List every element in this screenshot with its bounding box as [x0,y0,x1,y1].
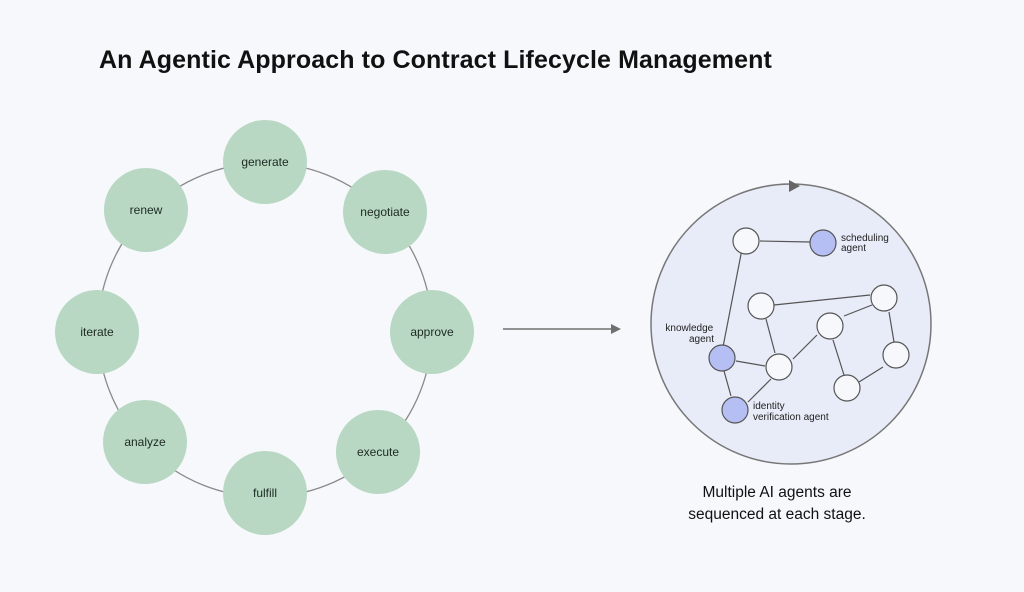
agent-node [870,284,898,312]
stage-label-iterate: iterate [80,325,114,339]
stage-analyze: analyze [103,400,187,484]
caption: Multiple AI agents are sequenced at each… [640,482,914,526]
identity-verification-agent-node [721,396,749,424]
page-title: An Agentic Approach to Contract Lifecycl… [99,46,772,74]
identity-verification-agent-label: identity verification agent [753,401,829,423]
network-edges [722,240,895,403]
stage-label-generate: generate [241,155,289,169]
stage-label-analyze: analyze [124,435,166,449]
agent-node [816,312,844,340]
agent-node [882,341,910,369]
scheduling-agent-label: scheduling agent [841,233,892,254]
stage-label-fulfill: fulfill [253,486,277,500]
agent-network: scheduling agent knowledge agent identit… [650,180,932,465]
stage-fulfill: fulfill [223,451,307,535]
knowledge-agent-node [708,344,736,372]
stage-negotiate: negotiate [343,170,427,254]
stage-label-execute: execute [357,445,399,459]
stage-approve: approve [390,290,474,374]
stage-iterate: iterate [55,290,139,374]
stage-label-renew: renew [130,203,163,217]
stage-renew: renew [104,168,188,252]
caption-line-1: Multiple AI agents are [702,484,852,501]
agent-node [833,374,861,402]
agent-node [747,292,775,320]
stage-execute: execute [336,410,420,494]
caption-line-2: sequenced at each stage. [688,506,866,523]
agent-node [732,227,760,255]
scheduling-agent-node [809,229,837,257]
stage-label-approve: approve [410,325,454,339]
network-cycle-arrow-icon [789,180,800,192]
stage-label-negotiate: negotiate [360,205,410,219]
stage-generate: generate [223,120,307,204]
knowledge-agent-label: knowledge agent [665,323,716,345]
agent-node [765,353,793,381]
